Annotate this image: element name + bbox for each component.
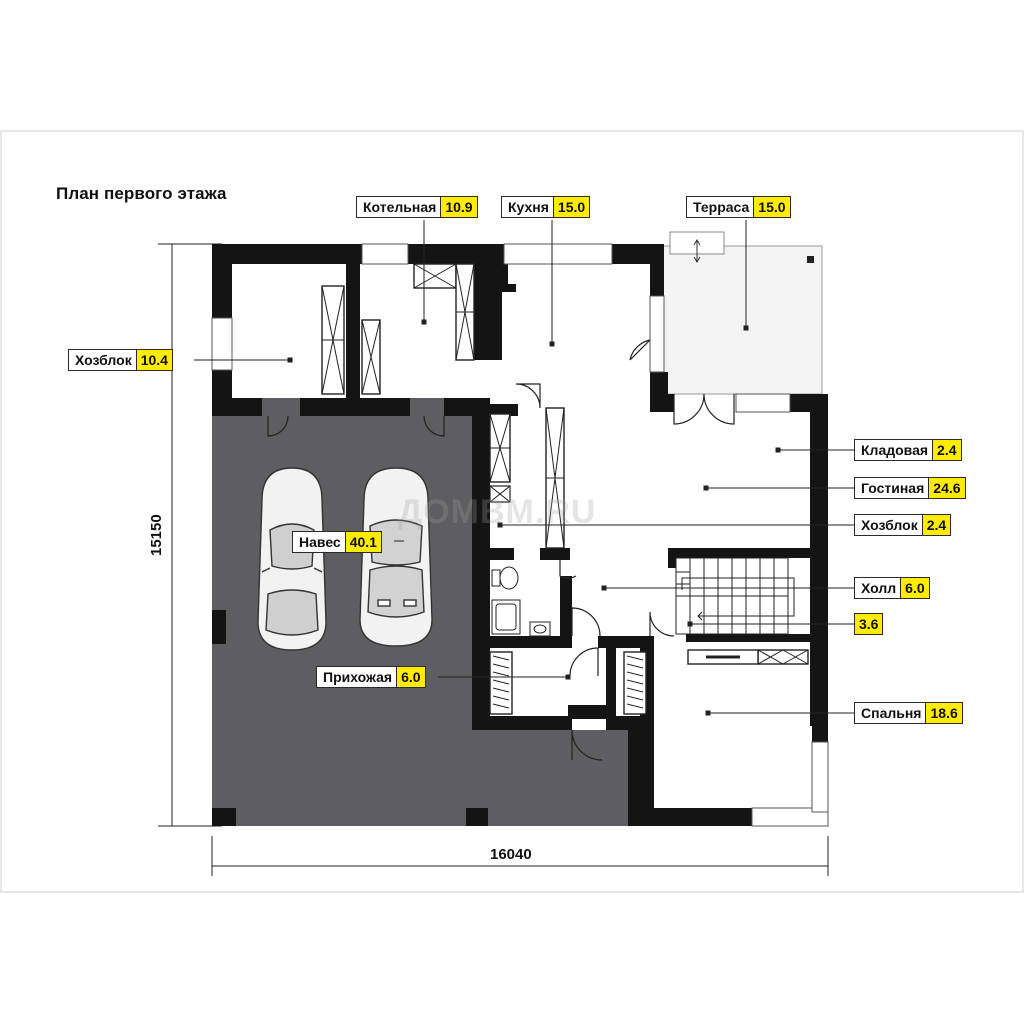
staircase: [675, 557, 795, 635]
room-area: 40.1: [344, 532, 381, 552]
dimension-width-label: 16040: [490, 846, 532, 863]
room-name: Холл: [861, 580, 897, 596]
room-tag-gostinaya: Гостиная 24.6: [854, 477, 966, 499]
room-area: 10.4: [135, 350, 172, 370]
room-name: Кухня: [508, 199, 549, 215]
terrace-floor: [661, 245, 823, 395]
room-name: Навес: [299, 534, 341, 550]
room-area: 6.0: [900, 578, 929, 598]
closet-crosses: [321, 263, 809, 665]
room-name: Котельная: [363, 199, 437, 215]
room-tag-spalnya: Спальня 18.6: [854, 702, 963, 724]
room-tag-kukhnya: Кухня 15.0: [501, 196, 591, 218]
room-name: Хозблок: [861, 517, 918, 533]
dimension-lines: [158, 243, 829, 876]
outer-frame: [0, 130, 1024, 893]
room-tag-khozblok-1: Хозблок 10.4: [68, 349, 173, 371]
dimension-height-label: 15150: [148, 514, 165, 556]
doors: [267, 339, 735, 761]
watermark: ДОМBM.RU: [398, 493, 597, 531]
room-name: Терраса: [693, 199, 750, 215]
room-tag-kotelnaya: Котельная 10.9: [356, 196, 478, 218]
car-right: [359, 467, 433, 647]
room-area: 6.0: [396, 667, 425, 687]
hangers: [492, 655, 644, 709]
bathroom-fixtures: [491, 566, 551, 637]
room-tag-kladovaya: Кладовая 2.4: [854, 439, 962, 461]
room-area: 2.4: [921, 515, 951, 535]
room-tag-prikhozhaya: Прихожая 6.0: [316, 666, 426, 688]
room-area: 15.0: [753, 197, 790, 217]
room-area: 10.9: [440, 197, 477, 217]
room-area: 24.6: [928, 478, 965, 498]
car-left: [257, 467, 327, 651]
wardrobes: [489, 649, 759, 715]
walls: [212, 244, 828, 826]
room-name: Гостиная: [861, 480, 925, 496]
room-tag-khozblok-2: Хозблок 2.4: [854, 514, 952, 536]
room-area: 15.0: [552, 197, 590, 217]
room-name: Спальня: [861, 705, 922, 721]
room-tag-kholl: Холл 6.0: [854, 577, 930, 599]
room-name: Прихожая: [323, 669, 393, 685]
room-name: Кладовая: [861, 442, 929, 458]
room-area: 18.6: [925, 703, 962, 723]
room-tag-terrasa: Терраса 15.0: [686, 196, 791, 218]
room-tag-unnamed: 3.6: [854, 613, 884, 635]
room-name: Хозблок: [75, 352, 132, 368]
windows: [211, 243, 829, 827]
plan-title: План первого этажа: [56, 184, 227, 203]
room-area: 3.6: [855, 614, 883, 634]
room-area: 2.4: [932, 440, 961, 460]
room-tag-naves: Навес 40.1: [292, 531, 382, 553]
leader-lines: [194, 220, 854, 716]
